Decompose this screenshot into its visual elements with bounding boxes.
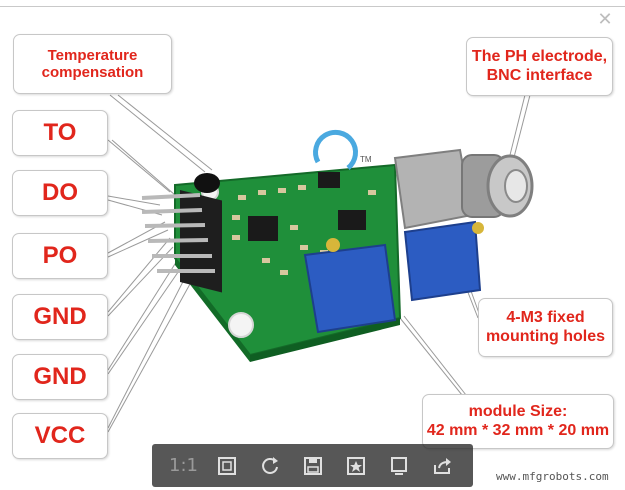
bnc-connector xyxy=(393,148,534,230)
share-button[interactable] xyxy=(426,451,458,481)
fit-screen-icon xyxy=(217,456,236,475)
mounting-holes-label: 4-M3 fixed mounting holes xyxy=(478,298,613,357)
module-size-title: module Size: xyxy=(468,403,568,421)
pin-po-label: PO xyxy=(12,233,108,279)
potentiometer xyxy=(303,238,397,334)
pin-vcc-label: VCC xyxy=(12,413,108,459)
site-watermark: www.mfgrobots.com xyxy=(496,470,609,483)
fullscreen-button[interactable] xyxy=(383,451,415,481)
fullscreen-icon xyxy=(390,456,407,475)
favorite-icon xyxy=(346,456,365,475)
svg-text:TM: TM xyxy=(360,155,372,164)
rotate-icon xyxy=(261,456,278,474)
top-border-line xyxy=(0,6,625,7)
ic-chip xyxy=(338,210,366,230)
mounting-hole xyxy=(228,312,254,338)
potentiometer xyxy=(403,220,484,302)
ph-electrode-label: The PH electrode, BNC interface xyxy=(466,37,613,96)
ic-chip xyxy=(248,216,278,241)
temperature-sensor xyxy=(194,173,220,193)
pin-do-label: DO xyxy=(12,170,108,216)
module-size-label: module Size: 42 mm * 32 mm * 20 mm xyxy=(422,394,614,449)
pin-gnd-label: GND xyxy=(12,294,108,340)
module-size-value: 42 mm * 32 mm * 20 mm xyxy=(426,421,610,439)
temperature-compensation-label: Temperature compensation xyxy=(13,34,172,94)
pin-header xyxy=(141,190,222,293)
actual-size-button[interactable]: 1:1 xyxy=(168,451,200,481)
pin-to-label: TO xyxy=(12,110,108,156)
brand-logo xyxy=(313,129,359,170)
rotate-button[interactable] xyxy=(254,451,286,481)
actual-size-label: 1:1 xyxy=(169,455,198,476)
viewer-toolbar: 1:1 xyxy=(152,444,473,487)
leader-lines xyxy=(107,94,531,433)
ic-chip xyxy=(318,172,340,188)
fit-screen-button[interactable] xyxy=(211,451,243,481)
pin-gnd-label-2: GND xyxy=(12,354,108,400)
save-icon xyxy=(303,456,322,475)
share-icon xyxy=(433,457,451,474)
close-icon[interactable]: ✕ xyxy=(597,9,613,29)
save-button[interactable] xyxy=(297,451,329,481)
favorite-button[interactable] xyxy=(340,451,372,481)
